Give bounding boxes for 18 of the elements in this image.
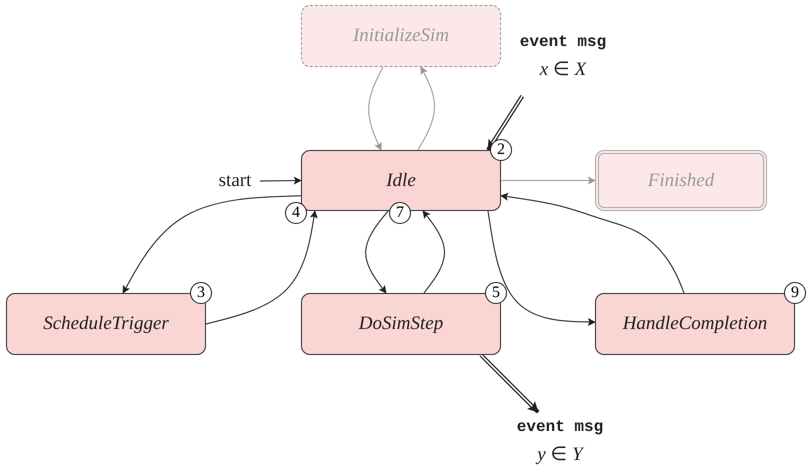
faded-state-box [301,5,501,67]
math-label: x ∈ X [540,58,586,81]
event-label: event msg [520,33,606,51]
math-label: y ∈ Y [537,443,583,466]
state-name: ScheduleTrigger [43,313,169,335]
state-name: HandleCompletion [622,313,768,335]
final-state-box [595,150,767,211]
state-name: InitializeSim [352,25,450,47]
callout-number: 4 [285,202,307,224]
callout-number: 9 [784,282,806,304]
event-label: event msg [516,418,604,436]
callout-number: 5 [485,282,507,304]
state-name: DoSimStep [358,313,444,335]
callout-number: 2 [490,139,512,161]
callout-number: 3 [190,282,212,304]
state-name: Idle [386,170,416,192]
state-name: Finished [648,170,714,192]
start-label: start [218,170,252,192]
